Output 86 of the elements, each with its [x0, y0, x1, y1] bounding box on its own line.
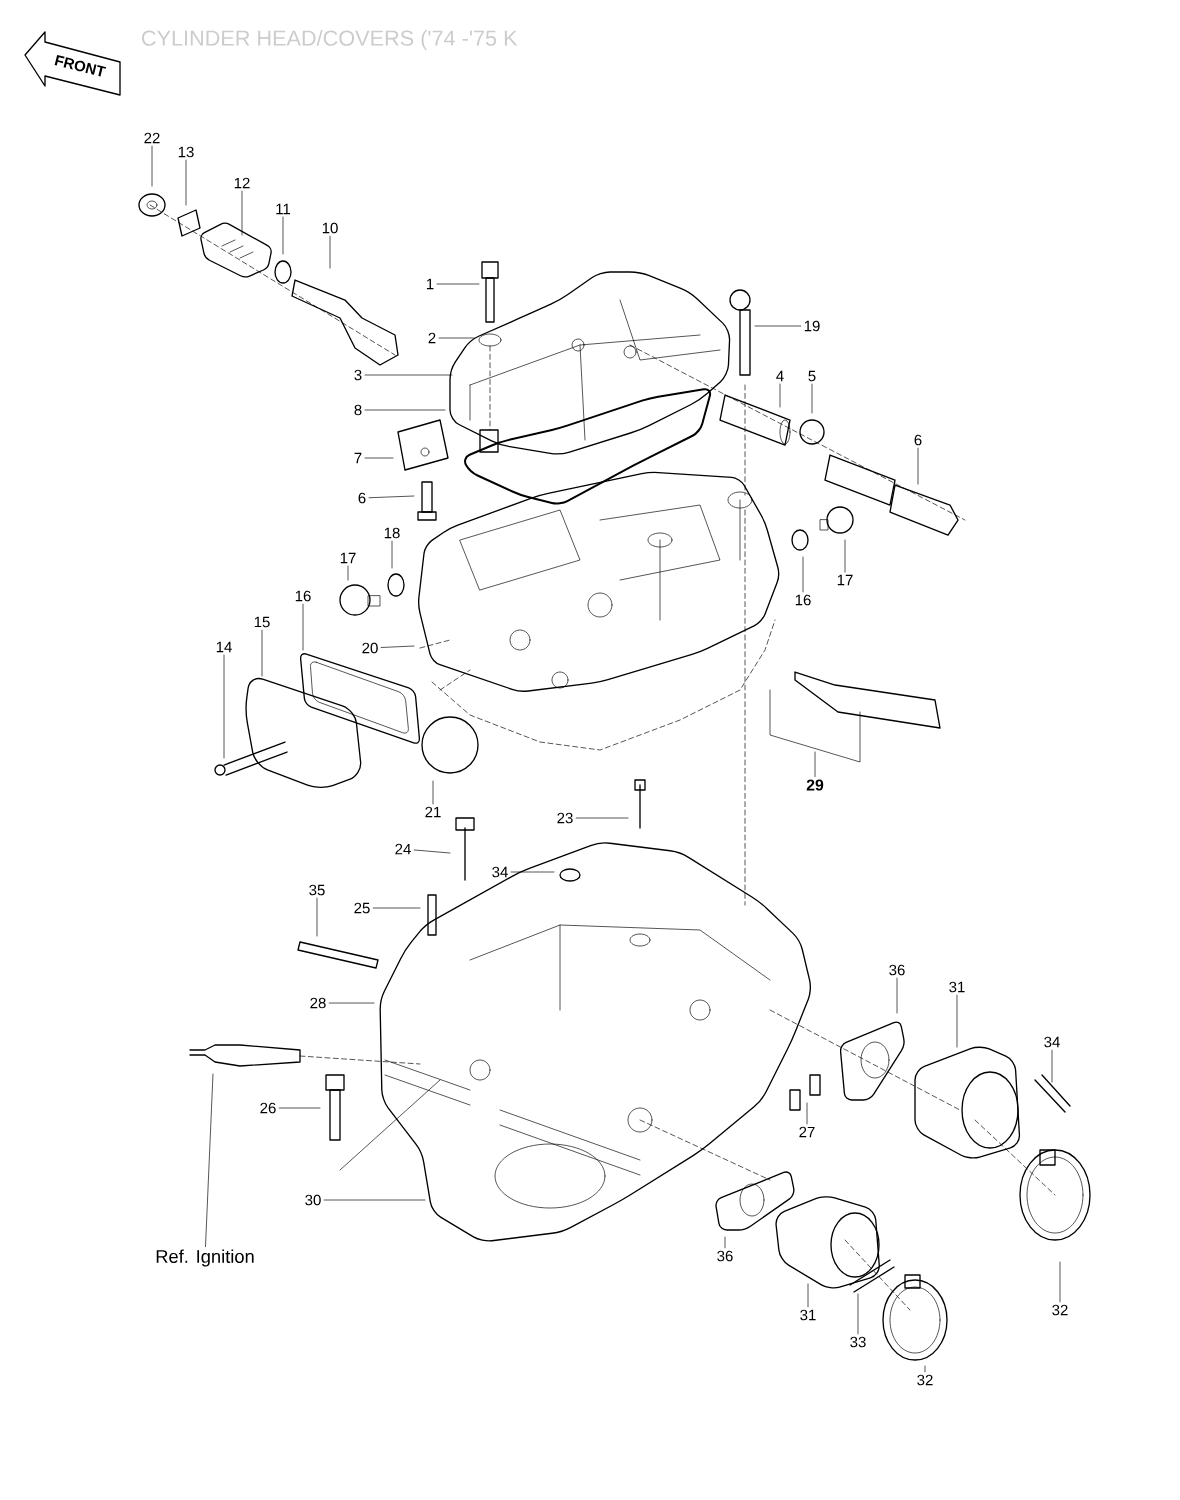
callout-number: 7 [354, 452, 362, 464]
leader-line [329, 235, 331, 269]
leader-line [278, 1107, 321, 1109]
leader-line [438, 337, 475, 339]
leader-line [413, 849, 451, 854]
callout-number: 17 [340, 552, 356, 564]
callout-number: 29 [806, 779, 824, 791]
callout-number: 22 [144, 132, 160, 144]
leader-line [151, 145, 153, 187]
callout-number: 35 [309, 884, 325, 896]
leader-line [769, 689, 861, 777]
leader-line [364, 457, 394, 459]
callout-number: 26 [260, 1102, 276, 1114]
leader-line [724, 1236, 726, 1249]
leader-line [896, 977, 898, 1014]
leader-line [323, 1199, 426, 1201]
leader-line [1059, 1261, 1061, 1303]
callout-number: 28 [310, 997, 326, 1009]
leader-line [754, 325, 802, 327]
leader-line [368, 495, 415, 499]
leader-line [432, 780, 434, 805]
ref-note: Ref. Ignition [156, 1249, 254, 1267]
callout-number: 11 [276, 203, 291, 215]
callout-number: 13 [178, 146, 194, 158]
leader-line [806, 1102, 808, 1125]
callout-number: 5 [808, 370, 816, 382]
callout-number: 10 [322, 222, 338, 234]
callout-number: 23 [557, 812, 573, 824]
callout-number: 16 [295, 590, 311, 602]
callout-number: 36 [717, 1250, 733, 1262]
callout-number: 16 [795, 594, 811, 606]
callout-number: 25 [354, 902, 370, 914]
callout-number: 30 [305, 1194, 321, 1206]
leader-line [844, 539, 846, 573]
callout-number: 24 [395, 843, 411, 855]
callout-number: 31 [800, 1309, 816, 1321]
callout-number: 20 [362, 642, 378, 654]
callout-number: 4 [776, 370, 784, 382]
leader-line [328, 1002, 375, 1004]
leader-line [261, 629, 263, 677]
leader-line [205, 1073, 214, 1247]
callout-number: 27 [799, 1126, 815, 1138]
leader-line [575, 817, 629, 819]
leader-line [364, 409, 446, 411]
callout-number: 3 [354, 369, 362, 381]
leader-line [302, 603, 304, 651]
callout-number: 6 [914, 434, 922, 446]
leader-line [347, 565, 349, 581]
callout-number: 2 [428, 332, 436, 344]
callout-number: 33 [850, 1336, 866, 1348]
callout-number: 6 [358, 492, 366, 504]
leader-line [857, 1293, 859, 1335]
callout-number: 32 [1052, 1304, 1068, 1316]
leader-line [956, 994, 958, 1048]
leader-line [436, 283, 480, 285]
callout-number: 34 [1044, 1036, 1060, 1048]
leader-line [282, 216, 284, 255]
leader-line [779, 383, 781, 408]
leader-line [380, 645, 415, 648]
callout-number: 36 [889, 964, 905, 976]
leader-line [510, 871, 555, 873]
callout-number: 14 [216, 641, 232, 653]
leader-line [924, 1365, 926, 1373]
callout-number: 32 [917, 1374, 933, 1386]
leader-line [917, 447, 919, 485]
callout-number: 17 [837, 574, 853, 586]
leader-line [185, 159, 187, 206]
leader-line [364, 374, 453, 376]
callout-number: 8 [354, 404, 362, 416]
callout-number: 12 [234, 177, 250, 189]
callout-number: 18 [384, 527, 400, 539]
leader-line [391, 540, 393, 569]
leader-line [802, 556, 804, 593]
leader-line [811, 383, 813, 414]
leader-line [1051, 1049, 1053, 1083]
leader-line [241, 190, 243, 236]
callout-number: 34 [492, 866, 508, 878]
callout-number: 15 [254, 616, 270, 628]
leader-line [316, 897, 318, 937]
callout-number: 31 [949, 981, 965, 993]
callout-number: 1 [427, 278, 434, 290]
leader-line [807, 1283, 809, 1308]
callout-number: 19 [804, 320, 820, 332]
callout-number: 21 [425, 806, 441, 818]
leader-line [223, 654, 225, 759]
leader-line [372, 907, 421, 909]
